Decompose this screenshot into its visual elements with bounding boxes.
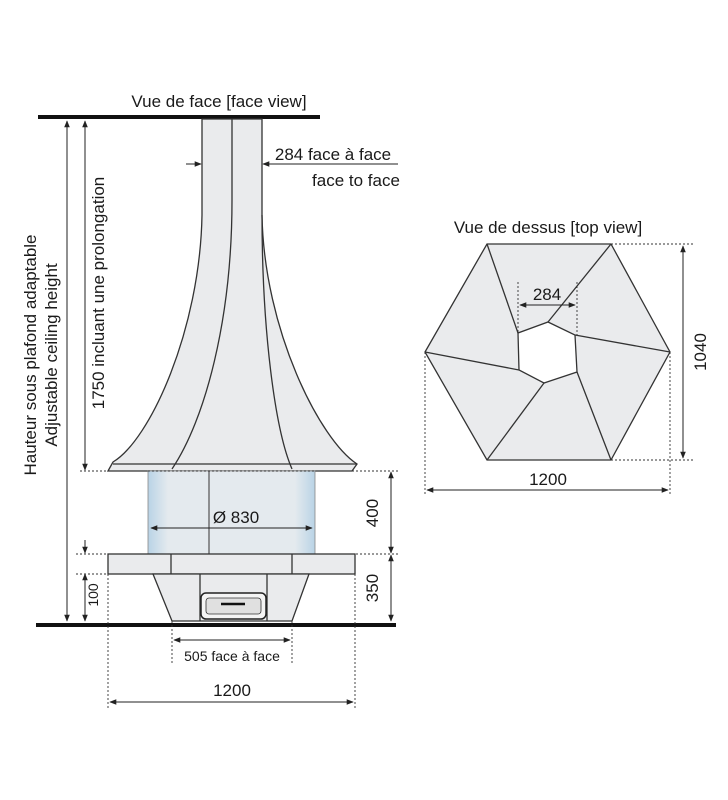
base-height-label: 350 [363,574,382,602]
diameter-label: Ø 830 [213,508,259,527]
top-seam-5 [486,382,545,461]
hood-seam-right [261,214,293,470]
flue-opening [517,321,578,384]
front-view-title: Vue de face [face view] [131,92,306,111]
height-1750-label: 1750 incluant une prolongation [89,177,108,410]
top-view-title: Vue de dessus [top view] [454,218,642,237]
top-seam-3 [574,334,671,353]
hood-seam-center [171,119,233,470]
ash-drawer-inner [205,597,262,615]
foot-height-label: 100 [85,583,101,607]
ceiling-height-label-en: Adjustable ceiling height [42,263,61,447]
top-view: Vue de dessus [top view] 284 1040 1200 [424,218,710,495]
top-width-label: 1200 [529,470,567,489]
glass-height-label: 400 [363,499,382,527]
depth-label: 1040 [691,333,710,371]
base-plate [107,553,356,575]
top-seam-1 [486,243,519,334]
top-seam-2 [547,243,612,323]
front-view: Vue de face [face view] Hauteur sous pla… [21,92,400,710]
top-flue-label: 284 [533,285,561,304]
flue-label-en: face to face [312,171,400,190]
flue-label-fr: 284 face à face [275,145,391,164]
top-seam-4 [576,371,612,461]
overall-width-label: 1200 [213,681,251,700]
base-width-label: 505 face à face [184,648,280,664]
ceiling-height-label-fr: Hauteur sous plafond adaptable [21,234,40,475]
top-seam-6 [424,351,520,371]
